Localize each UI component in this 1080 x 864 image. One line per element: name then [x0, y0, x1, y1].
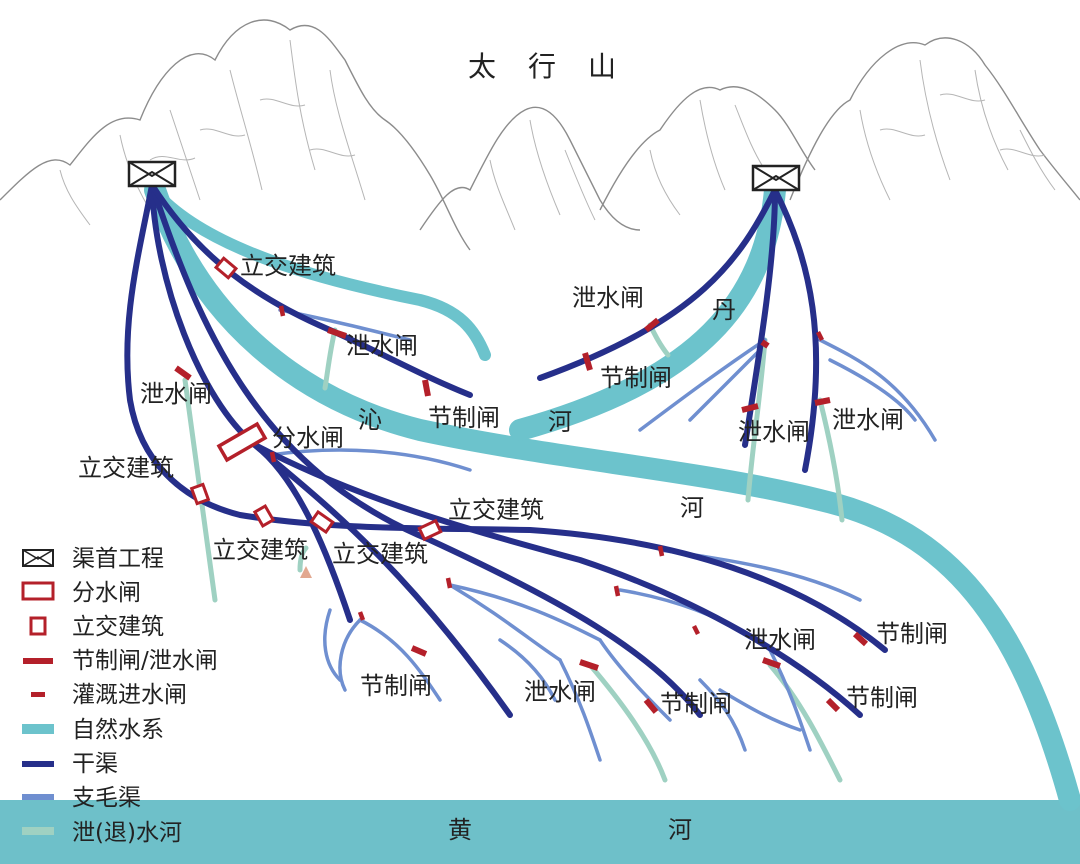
- legend-label-drain-river: 泄(退)水河: [72, 820, 182, 846]
- river-label-qin: 沁: [358, 406, 382, 434]
- river-label-he-1: 河: [548, 408, 572, 436]
- legend-label-diversion: 分水闸: [72, 580, 141, 606]
- legend-label-crossing: 立交建筑: [72, 614, 164, 640]
- headworks-qin: [127, 160, 177, 188]
- legend-symbol-check-gate: [23, 658, 53, 664]
- label-xieshui-4: 泄水闸: [738, 418, 810, 446]
- legend-label-headworks: 渠首工程: [72, 546, 164, 572]
- legend-symbol-drain-river: [22, 827, 54, 835]
- label-lijiao-3: 立交建筑: [448, 496, 544, 524]
- legend-label-natural: 自然水系: [72, 717, 164, 743]
- legend-label-branch-canal: 支毛渠: [72, 785, 141, 811]
- label-xieshui-1: 泄水闸: [346, 332, 418, 360]
- legend-label-intake-gate: 灌溉进水闸: [72, 682, 187, 708]
- yellow-river-band: [0, 800, 1080, 864]
- label-jiezhi-6: 节制闸: [876, 620, 948, 648]
- label-jiezhi-5: 节制闸: [846, 684, 918, 712]
- mountain-title: 太 行 山: [468, 50, 618, 83]
- crossing-structures: [189, 256, 443, 542]
- label-xieshui-2: 泄水闸: [140, 380, 212, 408]
- mountains: [0, 19, 1080, 251]
- label-jiezhi-2: 节制闸: [600, 364, 672, 392]
- legend-symbol-main-canal: [22, 761, 54, 767]
- yellow-river-label-huang: 黄: [448, 816, 472, 844]
- legend-symbol-crossing: [29, 616, 47, 636]
- river-label-dan: 丹: [712, 296, 736, 324]
- label-lijiao-1: 立交建筑: [240, 252, 336, 280]
- label-jiezhi-4: 节制闸: [660, 690, 732, 718]
- legend-symbol-natural: [22, 724, 54, 734]
- yellow-river-label-he: 河: [668, 816, 692, 844]
- intake-gates: [269, 305, 825, 636]
- check-gates: [174, 317, 869, 714]
- diversion-gate: [216, 421, 268, 463]
- legend-label-main-canal: 干渠: [72, 751, 118, 777]
- label-lijiao-5: 立交建筑: [332, 540, 428, 568]
- label-xieshui-6: 泄水闸: [524, 678, 596, 706]
- label-fenshui: 分水闸: [272, 424, 344, 452]
- label-xieshui-5: 泄水闸: [832, 406, 904, 434]
- legend: 渠首工程 分水闸 立交建筑 节制闸/泄水闸 灌溉进水闸 自然水系 干渠 支毛渠 …: [21, 546, 218, 846]
- headworks-dan: [751, 164, 801, 192]
- label-xieshui-3: 泄水闸: [572, 284, 644, 312]
- label-lijiao-2: 立交建筑: [78, 454, 174, 482]
- label-lijiao-4: 立交建筑: [212, 536, 308, 564]
- legend-symbol-diversion: [21, 581, 55, 601]
- natural-water-system: [144, 179, 1080, 811]
- legend-symbol-intake-gate: [31, 692, 45, 697]
- legend-symbol-branch-canal: [22, 794, 54, 800]
- legend-symbol-headworks: [22, 549, 54, 567]
- label-xieshui-7: 泄水闸: [744, 626, 816, 654]
- label-jiezhi-1: 节制闸: [428, 404, 500, 432]
- legend-label-check-gate: 节制闸/泄水闸: [72, 648, 218, 674]
- river-label-he-2: 河: [680, 494, 704, 522]
- diversion-marker: [300, 566, 312, 578]
- label-jiezhi-3: 节制闸: [360, 672, 432, 700]
